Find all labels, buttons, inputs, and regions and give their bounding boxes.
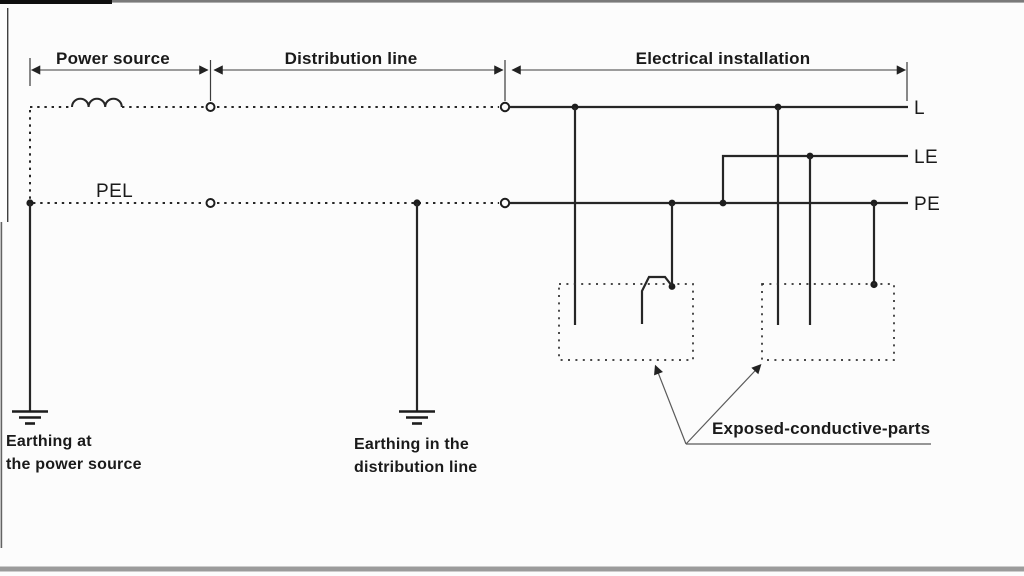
earthing-distribution-label-line2: distribution line (354, 459, 477, 476)
earth-ground-icon (12, 410, 48, 425)
section-label-electrical-installation: Electrical installation (636, 49, 811, 68)
earthing-source-label-line1: Earthing at (6, 433, 92, 450)
dimension-row: Power source Distribution line Electrica… (29, 49, 908, 101)
leader-arrows (654, 364, 931, 445)
appliance-earth-hook (640, 275, 673, 324)
terminal-circle (205, 102, 216, 112)
earth-ground-icon (399, 410, 435, 425)
earthing-distribution-label-line1: Earthing in the (354, 436, 469, 453)
earthing-source-label-line2: the power source (6, 456, 142, 473)
leader-arrow-right (685, 364, 762, 445)
text-annotations: Earthing at the power source Earthing in… (6, 419, 930, 476)
junction-dot (719, 199, 727, 207)
exposed-conductive-parts-label: Exposed-conductive-parts (712, 419, 930, 438)
conductor-label-le: LE (914, 147, 938, 168)
inductor-coil-icon (71, 97, 123, 108)
section-label-distribution-line: Distribution line (285, 49, 418, 68)
exposed-part-box-right (761, 283, 895, 361)
terminal-circle (499, 101, 511, 113)
terminal-circle (205, 198, 216, 208)
section-label-power-source: Power source (56, 49, 170, 68)
terminal-circle (499, 197, 511, 209)
vertical-drops (28, 107, 878, 412)
conductor-label-pe: PE (914, 194, 940, 215)
exposed-part-box-left (558, 283, 694, 361)
leader-arrow-left (654, 364, 687, 445)
conductor-label-l: L (914, 98, 925, 119)
conductor-label-pel: PEL (96, 181, 133, 202)
